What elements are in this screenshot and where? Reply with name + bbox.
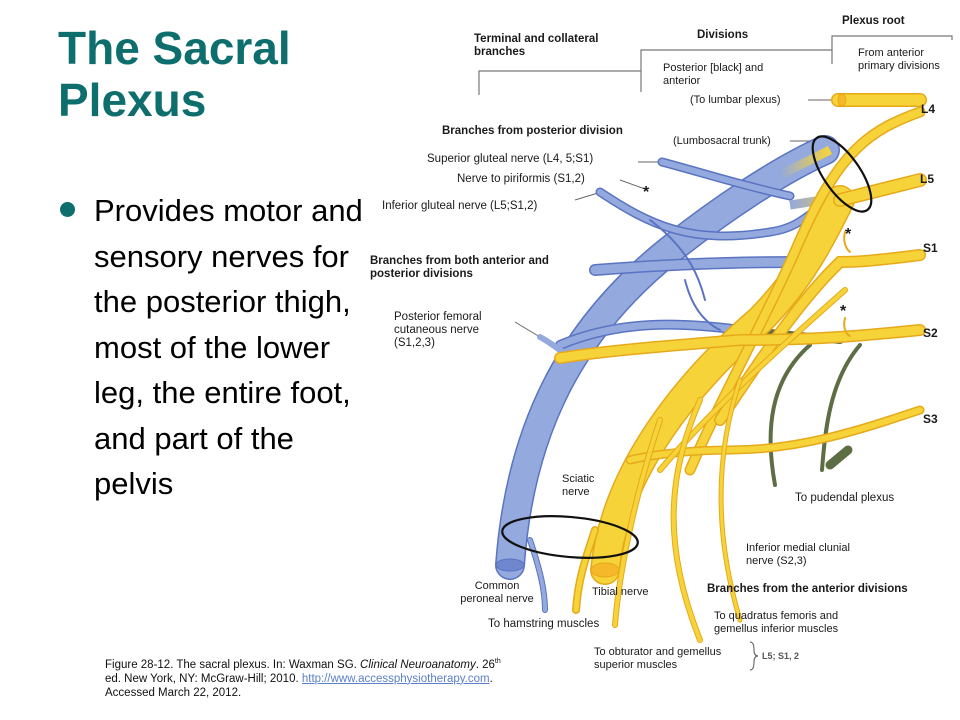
figure-citation: Figure 28-12. The sacral plexus. In: Wax… xyxy=(105,655,515,700)
citation-text-2: . 26 xyxy=(475,658,495,671)
label-lumbosacral-trunk: (Lumbosacral trunk) xyxy=(673,135,771,147)
heading-anterior-divisions: Branches from the anterior divisions xyxy=(707,583,908,595)
label-superior-gluteal: Superior gluteal nerve (L4, 5;S1) xyxy=(427,153,594,165)
header-plexus-root: Plexus root xyxy=(842,15,905,27)
asterisk-s1: * xyxy=(845,226,852,243)
label-sciatic-nerve: Sciatic nerve xyxy=(562,473,595,498)
label-pudendal-plexus: To pudendal plexus xyxy=(795,492,895,504)
roots-brace-icon xyxy=(749,641,759,671)
bracket-root xyxy=(831,35,953,50)
label-inferior-gluteal: Inferior gluteal nerve (L5;S1,2) xyxy=(382,200,538,212)
label-quadratus-femoris: To quadratus femoris and gemellus inferi… xyxy=(714,610,839,635)
asterisk-piriformis: * xyxy=(643,184,650,201)
asterisk-s2: * xyxy=(840,303,847,320)
citation-link[interactable]: http://www.accessphysiotherapy.com xyxy=(301,672,490,685)
root-label-s2: S2 xyxy=(923,326,938,340)
bracket-terminal xyxy=(478,70,642,95)
root-label-l4: L4 xyxy=(921,102,936,116)
sciatic-loop xyxy=(501,515,639,559)
label-obturator-gemellus: To obturator and gemellus superior muscl… xyxy=(594,646,722,671)
title-line-1: The Sacral xyxy=(58,22,291,74)
lumbosacral-trunk-loop xyxy=(811,135,873,213)
label-tibial-nerve: Tibial nerve xyxy=(592,586,649,598)
label-inferior-medial-clunial: Inferior medial clunial nerve (S2,3) xyxy=(746,542,850,567)
bullet-dot-icon xyxy=(60,202,75,217)
label-hamstring: To hamstring muscles xyxy=(488,618,600,630)
label-posterior-femoral-cutaneous: Posterior femoral cutaneous nerve (S1,2,… xyxy=(394,311,482,349)
header-divisions-desc: Posterior [black] and anterior xyxy=(663,62,764,87)
root-label-l5: L5 xyxy=(920,172,935,186)
heading-both-divisions: Branches from both anterior and posterio… xyxy=(370,255,549,280)
header-terminal-branches: Terminal and collateral branches xyxy=(474,33,599,58)
label-bracket-roots: L5; S1, 2 xyxy=(762,651,800,661)
pudendal-nerves xyxy=(736,326,862,487)
citation-text-4: . Accessed March 22, 2012. xyxy=(105,672,493,699)
root-label-s1: S1 xyxy=(923,241,938,255)
label-piriformis: Nerve to piriformis (S1,2) xyxy=(457,173,585,185)
label-to-lumbar-plexus: (To lumbar plexus) xyxy=(690,94,781,106)
header-divisions: Divisions xyxy=(697,29,749,41)
slide-title: The Sacral Plexus xyxy=(58,22,378,126)
bracket-divisions xyxy=(640,49,833,71)
posterior-division-nerves xyxy=(495,135,840,613)
header-brackets xyxy=(478,35,953,95)
citation-edition-sup: th xyxy=(494,658,501,665)
header-plexus-root-desc: From anterior primary divisions xyxy=(858,47,940,72)
root-label-s3: S3 xyxy=(923,412,938,426)
citation-book-title: Clinical Neuroanatomy xyxy=(360,658,476,671)
citation-text-3: ed. New York, NY: McGraw-Hill; 2010. xyxy=(105,672,302,685)
title-line-2: Plexus xyxy=(58,74,207,126)
heading-posterior-division: Branches from posterior division xyxy=(442,125,623,137)
anterior-division-nerves xyxy=(554,93,927,643)
citation-text-1: Figure 28-12. The sacral plexus. In: Wax… xyxy=(105,658,361,671)
bullet-text: Provides motor and sensory nerves for th… xyxy=(94,193,363,501)
label-common-peroneal: Common peroneal nerve xyxy=(460,580,534,605)
